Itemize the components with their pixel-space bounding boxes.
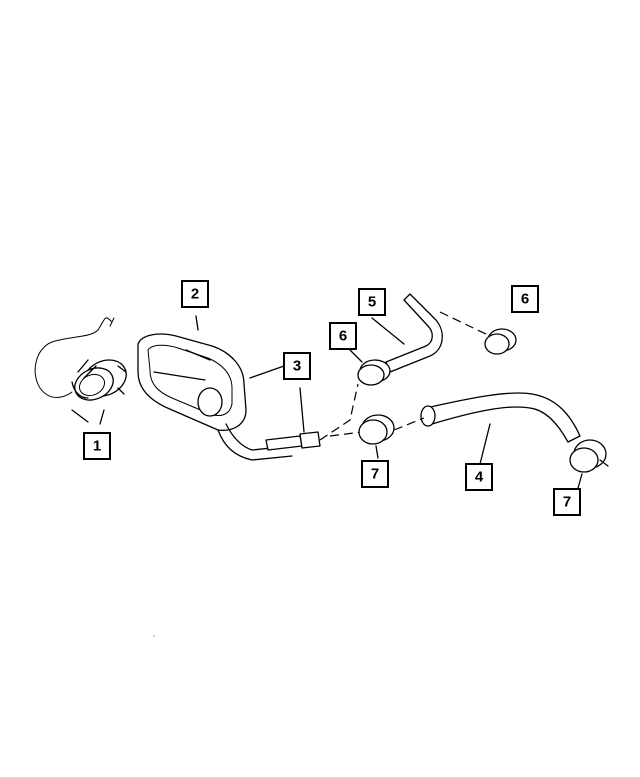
callout-6-right-label: 6: [521, 291, 529, 308]
callout-2-label: 2: [191, 286, 199, 303]
callout-5: 5: [358, 288, 386, 316]
hose-part-5: [371, 293, 491, 373]
callout-1: 1: [83, 432, 111, 460]
callout-4: 4: [465, 463, 493, 491]
large-hose-part-4: [329, 392, 581, 465]
callout-7-left: 7: [361, 460, 389, 488]
clamp-7-right: [569, 439, 609, 489]
callout-3: 3: [283, 352, 311, 380]
callout-7-right-label: 7: [563, 494, 571, 511]
clamp-7-left: [358, 414, 395, 459]
clamp-6-right: [484, 328, 517, 355]
callout-6-left: 6: [329, 322, 357, 350]
callout-1-label: 1: [93, 438, 101, 455]
callout-3-label: 3: [293, 358, 301, 375]
callout-4-label: 4: [475, 469, 484, 486]
callout-6-right: 6: [511, 285, 539, 313]
callout-7-left-label: 7: [371, 466, 379, 483]
clamp-6-left: [349, 349, 391, 386]
speck-mark: [153, 635, 155, 637]
callout-7-right: 7: [553, 488, 581, 516]
callout-2: 2: [181, 280, 209, 308]
vent-tube-part: [249, 365, 359, 451]
filler-housing-part: [137, 315, 293, 461]
callout-5-label: 5: [368, 294, 376, 311]
callout-6-left-label: 6: [339, 328, 347, 345]
fuel-cap-part: [34, 317, 127, 425]
